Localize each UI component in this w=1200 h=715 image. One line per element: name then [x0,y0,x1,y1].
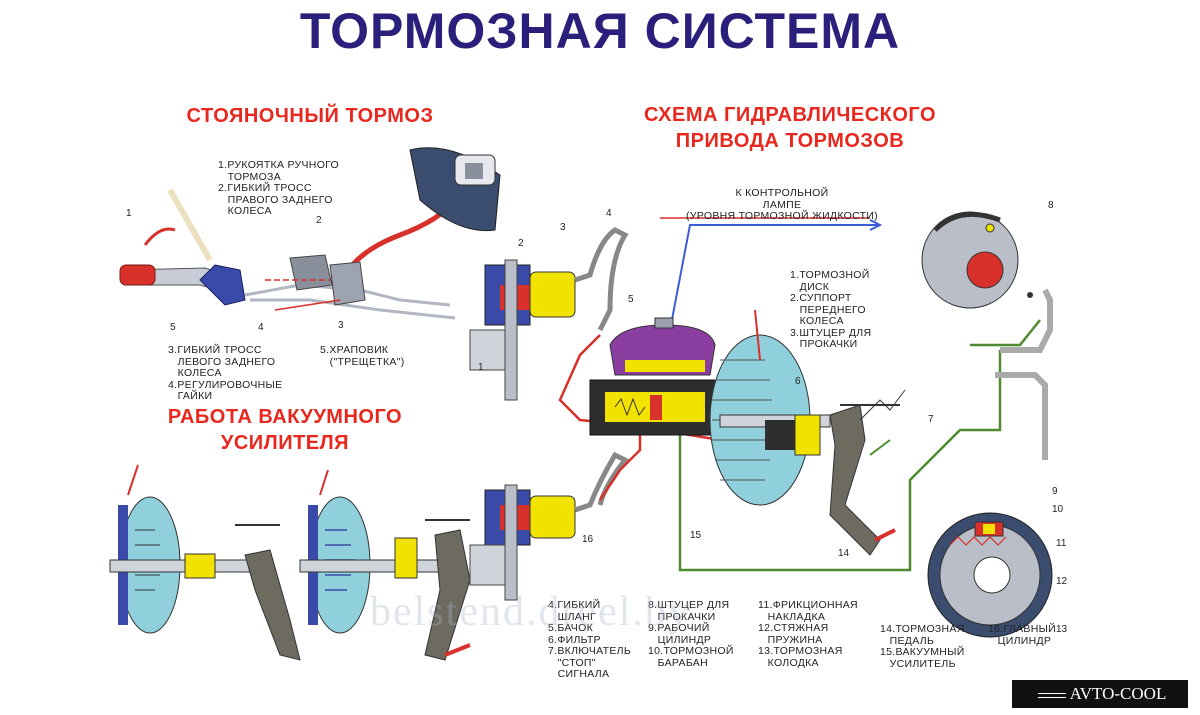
callout-parking-4: 4 [258,322,264,333]
hydraulic-scheme [469,211,1053,638]
handbrake-grip [119,264,156,286]
callout-hydraulic-14: 14 [838,548,850,559]
parking-legend-bottom-right: 5.ХРАПОВИК ("ТРЕЩЕТКА") [320,344,405,368]
callout-hydraulic-1: 1 [478,362,484,373]
callout-hydraulic-4: 4 [606,208,612,219]
legend-column-3: 11.ФРИКЦИОННАЯ НАКЛАДКА 12.СТЯЖНАЯ ПРУЖИ… [758,599,858,669]
callout-hydraulic-8: 8 [1048,200,1054,211]
callout-hydraulic-12: 12 [1056,576,1068,587]
parking-brake-illustration [119,147,501,320]
lamp-wire [669,224,880,331]
control-lamp-label: К КОНТРОЛЬНОЙ ЛАМПЕ (УРОВНЯ ТОРМОЗНОЙ ЖИ… [686,187,878,222]
disc-legend: 1.ТОРМОЗНОЙ ДИСК 2.СУППОРТ ПЕРЕДНЕГО КОЛ… [790,269,872,350]
page-title: ТОРМОЗНАЯ СИСТЕМА [299,3,901,59]
brake-line-green [678,350,1002,572]
vacuum-booster-left [109,464,301,661]
hydraulic-heading-line1: СХЕМА ГИДРАВЛИЧЕСКОГО [643,104,937,126]
legend-column-2: 8.ШТУЦЕР ДЛЯ ПРОКАЧКИ 9.РАБОЧИЙ ЦИЛИНДР … [648,599,734,669]
callout-hydraulic-10: 10 [1052,504,1064,515]
vacuum-booster-heading: РАБОТА ВАКУУМНОГО УСИЛИТЕЛЯ [130,404,440,456]
vacuum-heading-line1: РАБОТА ВАКУУМНОГО [167,406,403,428]
callout-hydraulic-7: 7 [928,414,934,425]
callout-parking-5: 5 [170,322,176,333]
callout-parking-1: 1 [126,208,132,219]
badge-text: AVTO-COOL [1069,684,1167,703]
ratchet-housing [199,264,246,306]
watermark-text: belstend.dreel.by [370,589,691,635]
parking-legend-bottom-left: 3.ГИБКИЙ ТРОСС ЛЕВОГО ЗАДНЕГО КОЛЕСА 4.Р… [168,344,283,402]
callout-hydraulic-3: 3 [560,222,566,233]
callout-hydraulic-6: 6 [795,376,801,387]
hydraulic-heading-line2: ПРИВОДА ТОРМОЗОВ [675,130,905,152]
brake-pedal [829,404,881,556]
callout-hydraulic-9: 9 [1052,486,1058,497]
callout-hydraulic-11: 11 [1056,538,1067,549]
legend-column-1: 4.ГИБКИЙ ШЛАНГ 5.БАЧОК 6.ФИЛЬТР 7.ВКЛЮЧА… [548,599,632,680]
callout-hydraulic-5: 5 [628,294,634,305]
callout-hydraulic-16: 16 [582,534,594,545]
callout-hydraulic-13: 13 [1056,624,1068,635]
flexible-hose-bottom [574,451,629,513]
callout-parking-2: 2 [316,215,322,226]
parking-brake-heading: СТОЯНОЧНЫЙ ТОРМОЗ [186,105,434,127]
vacuum-booster-right [299,469,471,661]
legend-column-5: 16.ГЛАВНЫЙ ЦИЛИНДР [988,623,1057,647]
flexible-hose-top [574,227,629,332]
hydraulic-scheme-heading: СХЕМА ГИДРАВЛИЧЕСКОГО ПРИВОДА ТОРМОЗОВ [590,102,990,154]
callout-hydraulic-15: 15 [690,530,702,541]
avto-cool-badge: AVTO-COOL [1012,680,1188,708]
legend-column-4: 14.ТОРМОЗНАЯ ПЕДАЛЬ 15.ВАКУУМНЫЙ УСИЛИТЕ… [880,623,965,670]
badge-lines-icon [1037,692,1066,698]
vacuum-heading-line2: УСИЛИТЕЛЯ [220,432,350,454]
front-disc-top [504,259,518,401]
callout-hydraulic-2: 2 [518,238,524,249]
front-disc-bottom [504,484,518,601]
callout-parking-3: 3 [338,320,344,331]
parking-legend-top: 1.РУКОЯТКА РУЧНОГО ТОРМОЗА 2.ГИБКИЙ ТРОС… [218,159,340,217]
